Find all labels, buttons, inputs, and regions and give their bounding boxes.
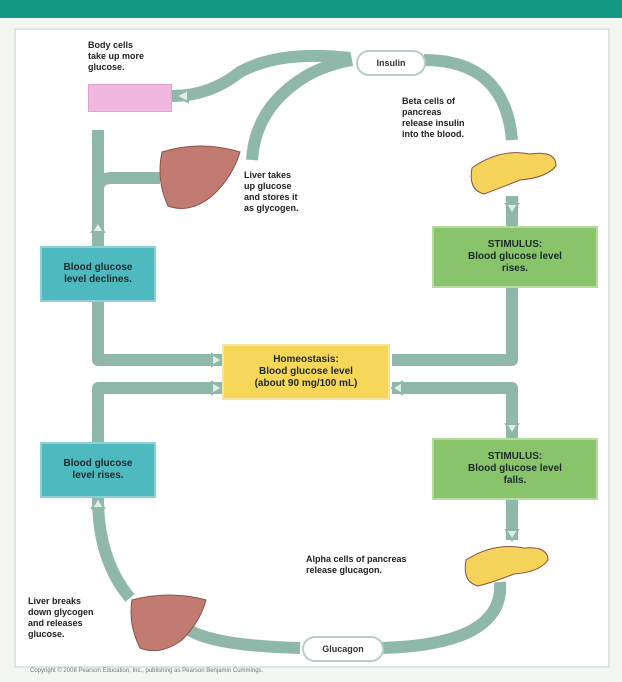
copyright-footer: Copyright © 2008 Pearson Education, Inc.… [30,668,264,674]
stimulus-falls-box: STIMULUS: Blood glucose level falls. [432,438,598,500]
arrow-glucagon-to-liver [174,616,301,654]
rises-line1: Blood glucose [63,458,133,469]
insulin-label: Insulin [356,50,426,76]
arrow-rises-to-homeostasis [92,382,222,442]
body-cells-image [88,84,172,112]
stimulus-low-line1: STIMULUS: [487,451,543,462]
arrowhead-pancreas [504,203,520,216]
homeostasis-line2: Blood glucose level [259,366,353,377]
beta-cells-label: Beta cells of pancreas release insulin i… [402,96,465,139]
liver-breaks-glycogen-label: Liver breaks down glycogen and releases … [28,596,94,639]
declines-line1: Blood glucose [63,262,133,273]
arrowhead-declines [90,220,106,233]
arrowhead-stimulus-low [504,423,520,436]
glucose-declines-box: Blood glucose level declines. [40,246,156,302]
pancreas-upper-icon [470,152,557,195]
rises-line2: level rises. [72,470,124,481]
arrow-insulin-to-bodycells [171,49,351,102]
arrow-pancreas-to-glucagon [379,581,507,654]
homeostasis-line1: Homeostasis: [273,354,339,365]
liver-upper-icon [159,145,241,209]
arrow-stimulus-to-homeostasis [392,288,518,366]
stimulus-high-line1: STIMULUS: [487,239,543,250]
stimulus-high-line2: Blood glucose level [468,251,562,262]
arrowhead-homeostasis-left [211,380,224,396]
arrow-homeostasis-to-declines [92,302,222,366]
liver-takes-glucose-label: Liver takes up glucose and stores it as … [244,170,299,213]
stimulus-low-line2: Blood glucose level [468,463,562,474]
arrow-liver-branch [92,172,160,191]
stimulus-high-line3: rises. [501,263,529,274]
header-bar [0,0,622,18]
declines-line2: level declines. [64,274,132,285]
body-cells-label: Body cells take up more glucose. [88,40,145,72]
arrowhead-homeostasis-top [211,352,224,368]
glucagon-label: Glucagon [302,636,384,662]
stimulus-low-line3: falls. [503,475,527,486]
arrowhead-pancreas-low [504,529,520,542]
arrow-homeostasis-to-stimulus-low [392,382,518,438]
alpha-cells-label: Alpha cells of pancreas release glucagon… [306,554,407,575]
glucose-rises-box: Blood glucose level rises. [40,442,156,498]
liver-lower-icon [130,594,207,652]
arrow-insulin-to-liver [246,54,354,161]
arrowhead-rises [90,496,106,509]
homeostasis-box: Homeostasis: Blood glucose level (about … [222,344,390,400]
pancreas-lower-icon [464,546,549,587]
stimulus-rises-box: STIMULUS: Blood glucose level rises. [432,226,598,288]
arrowhead-body-cells [173,88,189,104]
arrow-liver-to-rises [92,497,135,602]
arrowhead-homeostasis-right [390,380,403,396]
homeostasis-line3: (about 90 mg/100 mL) [254,378,358,389]
arrow-insulin-from-pancreas [423,54,518,141]
